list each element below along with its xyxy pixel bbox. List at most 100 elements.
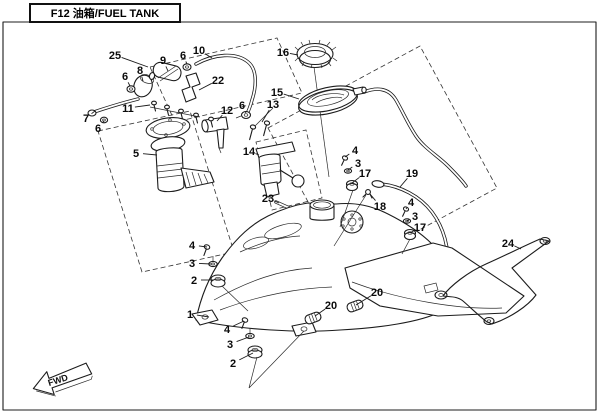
tank-front-mount-tab <box>191 309 219 326</box>
callout-16: 16 <box>277 47 289 59</box>
callout-23: 23 <box>262 193 274 205</box>
callout-leader-12 <box>216 114 223 122</box>
hose-bracket-22 <box>181 72 201 103</box>
screw-4 <box>203 244 211 257</box>
callout-leader-20 <box>314 308 326 317</box>
callout-leader-7 <box>91 110 96 115</box>
callout-leader-3 <box>406 219 410 222</box>
callout-leader-24 <box>514 245 522 250</box>
callout-leader-6 <box>102 120 105 123</box>
pump-body <box>155 147 185 193</box>
callout-leader-8 <box>141 76 144 82</box>
callout-leader-3 <box>347 166 353 171</box>
grommet-17 <box>345 179 359 192</box>
callout-5: 5 <box>133 148 139 160</box>
fuel-filter-assembly <box>126 61 192 98</box>
grommet-2 <box>210 274 226 288</box>
callout-22: 22 <box>212 75 224 87</box>
callout-10: 10 <box>193 45 205 57</box>
callout-leader-14 <box>255 153 260 156</box>
filler-neck-ring-15 <box>298 85 367 116</box>
washer-3 <box>245 328 255 340</box>
hose-end-fitting <box>371 180 385 188</box>
callout-leader-15 <box>283 93 300 100</box>
callout-25: 25 <box>109 50 121 62</box>
callout-leader-4 <box>198 245 208 248</box>
connector-6 <box>235 110 252 120</box>
callout-17: 17 <box>359 168 371 180</box>
callout-leader-5 <box>142 153 158 156</box>
callout-leader-16 <box>289 52 299 56</box>
rollover-valve-14 <box>255 141 305 198</box>
screw-4 <box>402 206 410 217</box>
callout-2: 2 <box>191 275 197 287</box>
callout-20: 20 <box>371 287 383 299</box>
filter-cup-8 <box>133 74 155 98</box>
callout-14: 14 <box>243 146 256 158</box>
callout-leader-13 <box>261 109 270 123</box>
callout-leader-18 <box>369 193 376 201</box>
callout-leader-4 <box>405 207 408 210</box>
callout-6: 6 <box>239 100 245 112</box>
filter-clamp-6-left <box>126 85 136 93</box>
flange-screws-11 <box>149 100 214 128</box>
callout-9: 9 <box>160 55 166 67</box>
callout-19: 19 <box>406 168 418 180</box>
valve-bolts-13 <box>249 107 274 141</box>
callout-8: 8 <box>137 65 143 77</box>
callout-6: 6 <box>95 123 101 135</box>
page-border <box>2 21 597 411</box>
callout-leader-6 <box>185 61 188 65</box>
washer-3 <box>343 168 353 174</box>
callout-4: 4 <box>224 324 231 336</box>
callout-leader-4 <box>233 320 245 327</box>
tank-filler-neck <box>309 199 335 221</box>
fuel-pump-assembly <box>145 117 215 193</box>
callout-leader-4 <box>344 153 350 158</box>
callout-13: 13 <box>267 99 279 111</box>
callout-3: 3 <box>412 211 418 223</box>
callout-4: 4 <box>408 197 415 209</box>
tank-mid-mount-tab <box>291 321 317 337</box>
pump-filter-foot <box>180 167 215 189</box>
callout-11: 11 <box>122 103 134 115</box>
callout-4: 4 <box>352 145 359 157</box>
callout-leader-3 <box>236 336 250 343</box>
callout-leader-6 <box>127 82 131 87</box>
tank-side-rail <box>344 242 525 317</box>
clip-18 <box>362 189 373 199</box>
callout-leader-6 <box>244 111 247 114</box>
callout-3: 3 <box>189 258 195 270</box>
callout-18: 18 <box>374 201 386 213</box>
callout-24: 24 <box>502 238 515 250</box>
callout-20: 20 <box>325 300 337 312</box>
callout-17: 17 <box>414 222 426 234</box>
callout-3: 3 <box>227 339 233 351</box>
fuel-hose-10 <box>194 53 257 118</box>
callout-leader-20 <box>355 295 372 306</box>
callout-leader-2 <box>239 352 254 361</box>
filter-capsule-9 <box>148 61 182 82</box>
cap-alignment-line <box>313 66 330 178</box>
callout-leader-25 <box>121 56 149 68</box>
page-title: F12 油箱/FUEL TANK <box>29 3 181 23</box>
callout-leader-3 <box>198 262 212 265</box>
filter-clamp-6-right <box>182 63 192 71</box>
callout-leader-17 <box>409 230 415 234</box>
callout-6: 6 <box>180 50 186 62</box>
callout-leader-23 <box>274 200 280 204</box>
fitting-nut-6 <box>99 116 109 124</box>
valve-float-ball <box>291 174 305 188</box>
callout-15: 15 <box>271 87 283 99</box>
panel-24 <box>434 236 551 326</box>
callout-leader-1 <box>196 314 210 318</box>
callout-6: 6 <box>122 71 128 83</box>
fwd-arrow: FWD <box>32 362 93 397</box>
callout-4: 4 <box>189 240 196 252</box>
callout-3: 3 <box>355 158 361 170</box>
breather-hose <box>362 87 468 188</box>
callout-leader-11 <box>134 104 151 108</box>
